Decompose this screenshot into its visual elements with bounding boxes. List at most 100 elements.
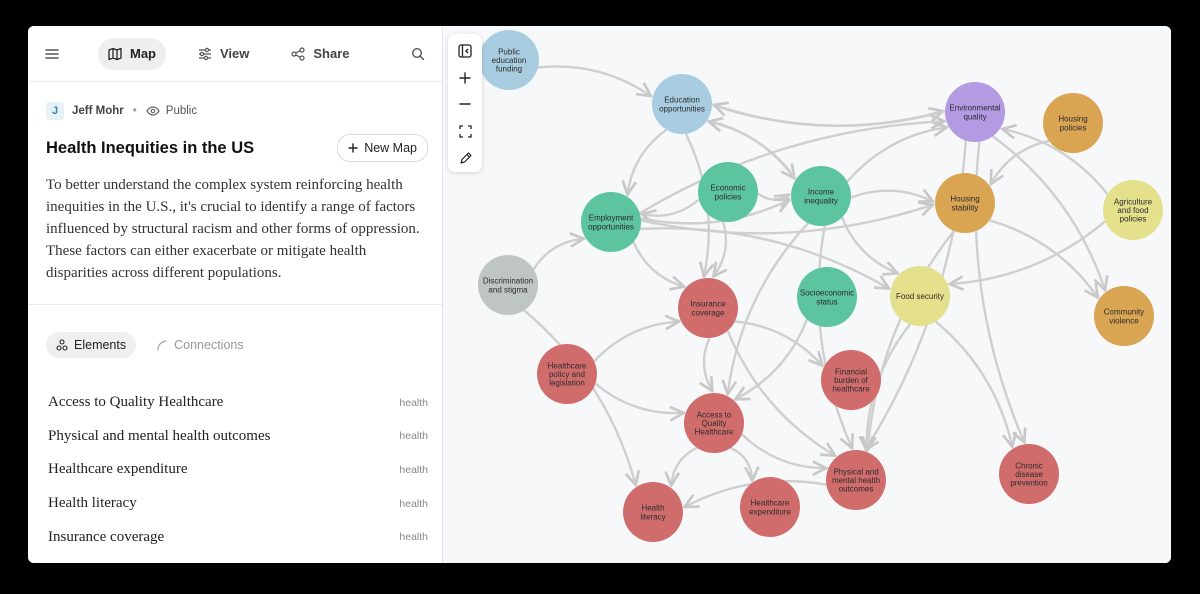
node-circle[interactable]: [1103, 180, 1163, 240]
connection-edge[interactable]: [950, 220, 1106, 284]
node-circle[interactable]: [826, 450, 886, 510]
node-circle[interactable]: [1043, 93, 1103, 153]
connection-edge[interactable]: [817, 225, 853, 448]
connection-edge[interactable]: [594, 382, 684, 414]
author-name[interactable]: Jeff Mohr: [72, 105, 124, 117]
connection-edge[interactable]: [537, 65, 651, 96]
connection-edge[interactable]: [734, 320, 823, 366]
node-circle[interactable]: [478, 255, 538, 315]
node-circle[interactable]: [1094, 286, 1154, 346]
connection-edge[interactable]: [850, 191, 933, 202]
tab-connections[interactable]: Connections: [146, 332, 254, 358]
connection-edge[interactable]: [1002, 129, 1109, 195]
list-item[interactable]: Insurance coverage health: [28, 520, 442, 554]
tab-share[interactable]: Share: [281, 38, 359, 70]
node-circle[interactable]: [791, 166, 851, 226]
connection-edge[interactable]: [714, 105, 946, 127]
connection-edge[interactable]: [989, 219, 1098, 297]
node-circle[interactable]: [821, 350, 881, 410]
connection-edge[interactable]: [934, 320, 1013, 447]
draw-button[interactable]: [452, 145, 478, 171]
connection-edge[interactable]: [640, 227, 889, 288]
node-fs[interactable]: Food security: [890, 266, 950, 326]
list-item[interactable]: Health literacy health: [28, 487, 442, 521]
list-item[interactable]: Physical and mental health outcomes heal…: [28, 420, 442, 454]
connection-edge[interactable]: [840, 216, 897, 273]
zoom-out-button[interactable]: [452, 92, 478, 118]
connection-edge[interactable]: [639, 121, 945, 215]
node-circle[interactable]: [797, 267, 857, 327]
node-circle[interactable]: [999, 444, 1059, 504]
list-item[interactable]: Healthcare expenditure health: [28, 453, 442, 487]
element-name: Access to Quality Healthcare: [48, 394, 224, 411]
node-circle[interactable]: [623, 482, 683, 542]
connection-edge[interactable]: [713, 221, 726, 277]
node-circle[interactable]: [684, 393, 744, 453]
connection-edge[interactable]: [593, 322, 679, 363]
connection-edge[interactable]: [991, 135, 1105, 290]
divider: [28, 304, 442, 305]
connection-edge[interactable]: [640, 205, 933, 235]
collapse-panel-button[interactable]: [452, 38, 478, 64]
connection-edge[interactable]: [709, 122, 797, 181]
zoom-in-button[interactable]: [452, 65, 478, 91]
node-circle[interactable]: [740, 477, 800, 537]
connection-edge[interactable]: [632, 241, 684, 287]
node-circle[interactable]: [652, 74, 712, 134]
node-circle[interactable]: [698, 162, 758, 222]
search-button[interactable]: [404, 40, 432, 68]
tab-map[interactable]: Map: [98, 37, 166, 70]
connection-edge[interactable]: [868, 230, 955, 450]
node-circle[interactable]: [479, 30, 539, 90]
new-map-button[interactable]: New Map: [337, 134, 428, 162]
tab-elements[interactable]: Elements: [46, 332, 137, 358]
list-item[interactable]: Access to Quality Healthcare health: [28, 386, 442, 420]
menu-button[interactable]: [38, 40, 66, 68]
fit-view-button[interactable]: [452, 118, 478, 144]
node-circle[interactable]: [945, 82, 1005, 142]
connection-edge[interactable]: [671, 446, 698, 486]
node-circle[interactable]: [890, 266, 950, 326]
connection-edge[interactable]: [757, 192, 789, 199]
connection-edge[interactable]: [640, 200, 789, 225]
connection-edge[interactable]: [728, 222, 810, 394]
node-circle[interactable]: [581, 192, 641, 252]
avatar[interactable]: J: [46, 102, 64, 120]
connection-edge[interactable]: [735, 318, 809, 399]
connection-edge[interactable]: [730, 446, 753, 480]
tab-view[interactable]: View: [188, 38, 259, 70]
node-circle[interactable]: [678, 278, 738, 338]
connection-edge[interactable]: [704, 337, 712, 391]
connection-edge[interactable]: [740, 433, 827, 468]
node-circle[interactable]: [537, 344, 597, 404]
connection-edge[interactable]: [642, 198, 700, 216]
connection-edge[interactable]: [532, 239, 584, 270]
connection-edge[interactable]: [846, 127, 947, 183]
connection-edge[interactable]: [628, 128, 668, 195]
connection-edge[interactable]: [523, 309, 636, 485]
node-circle[interactable]: [935, 173, 995, 233]
